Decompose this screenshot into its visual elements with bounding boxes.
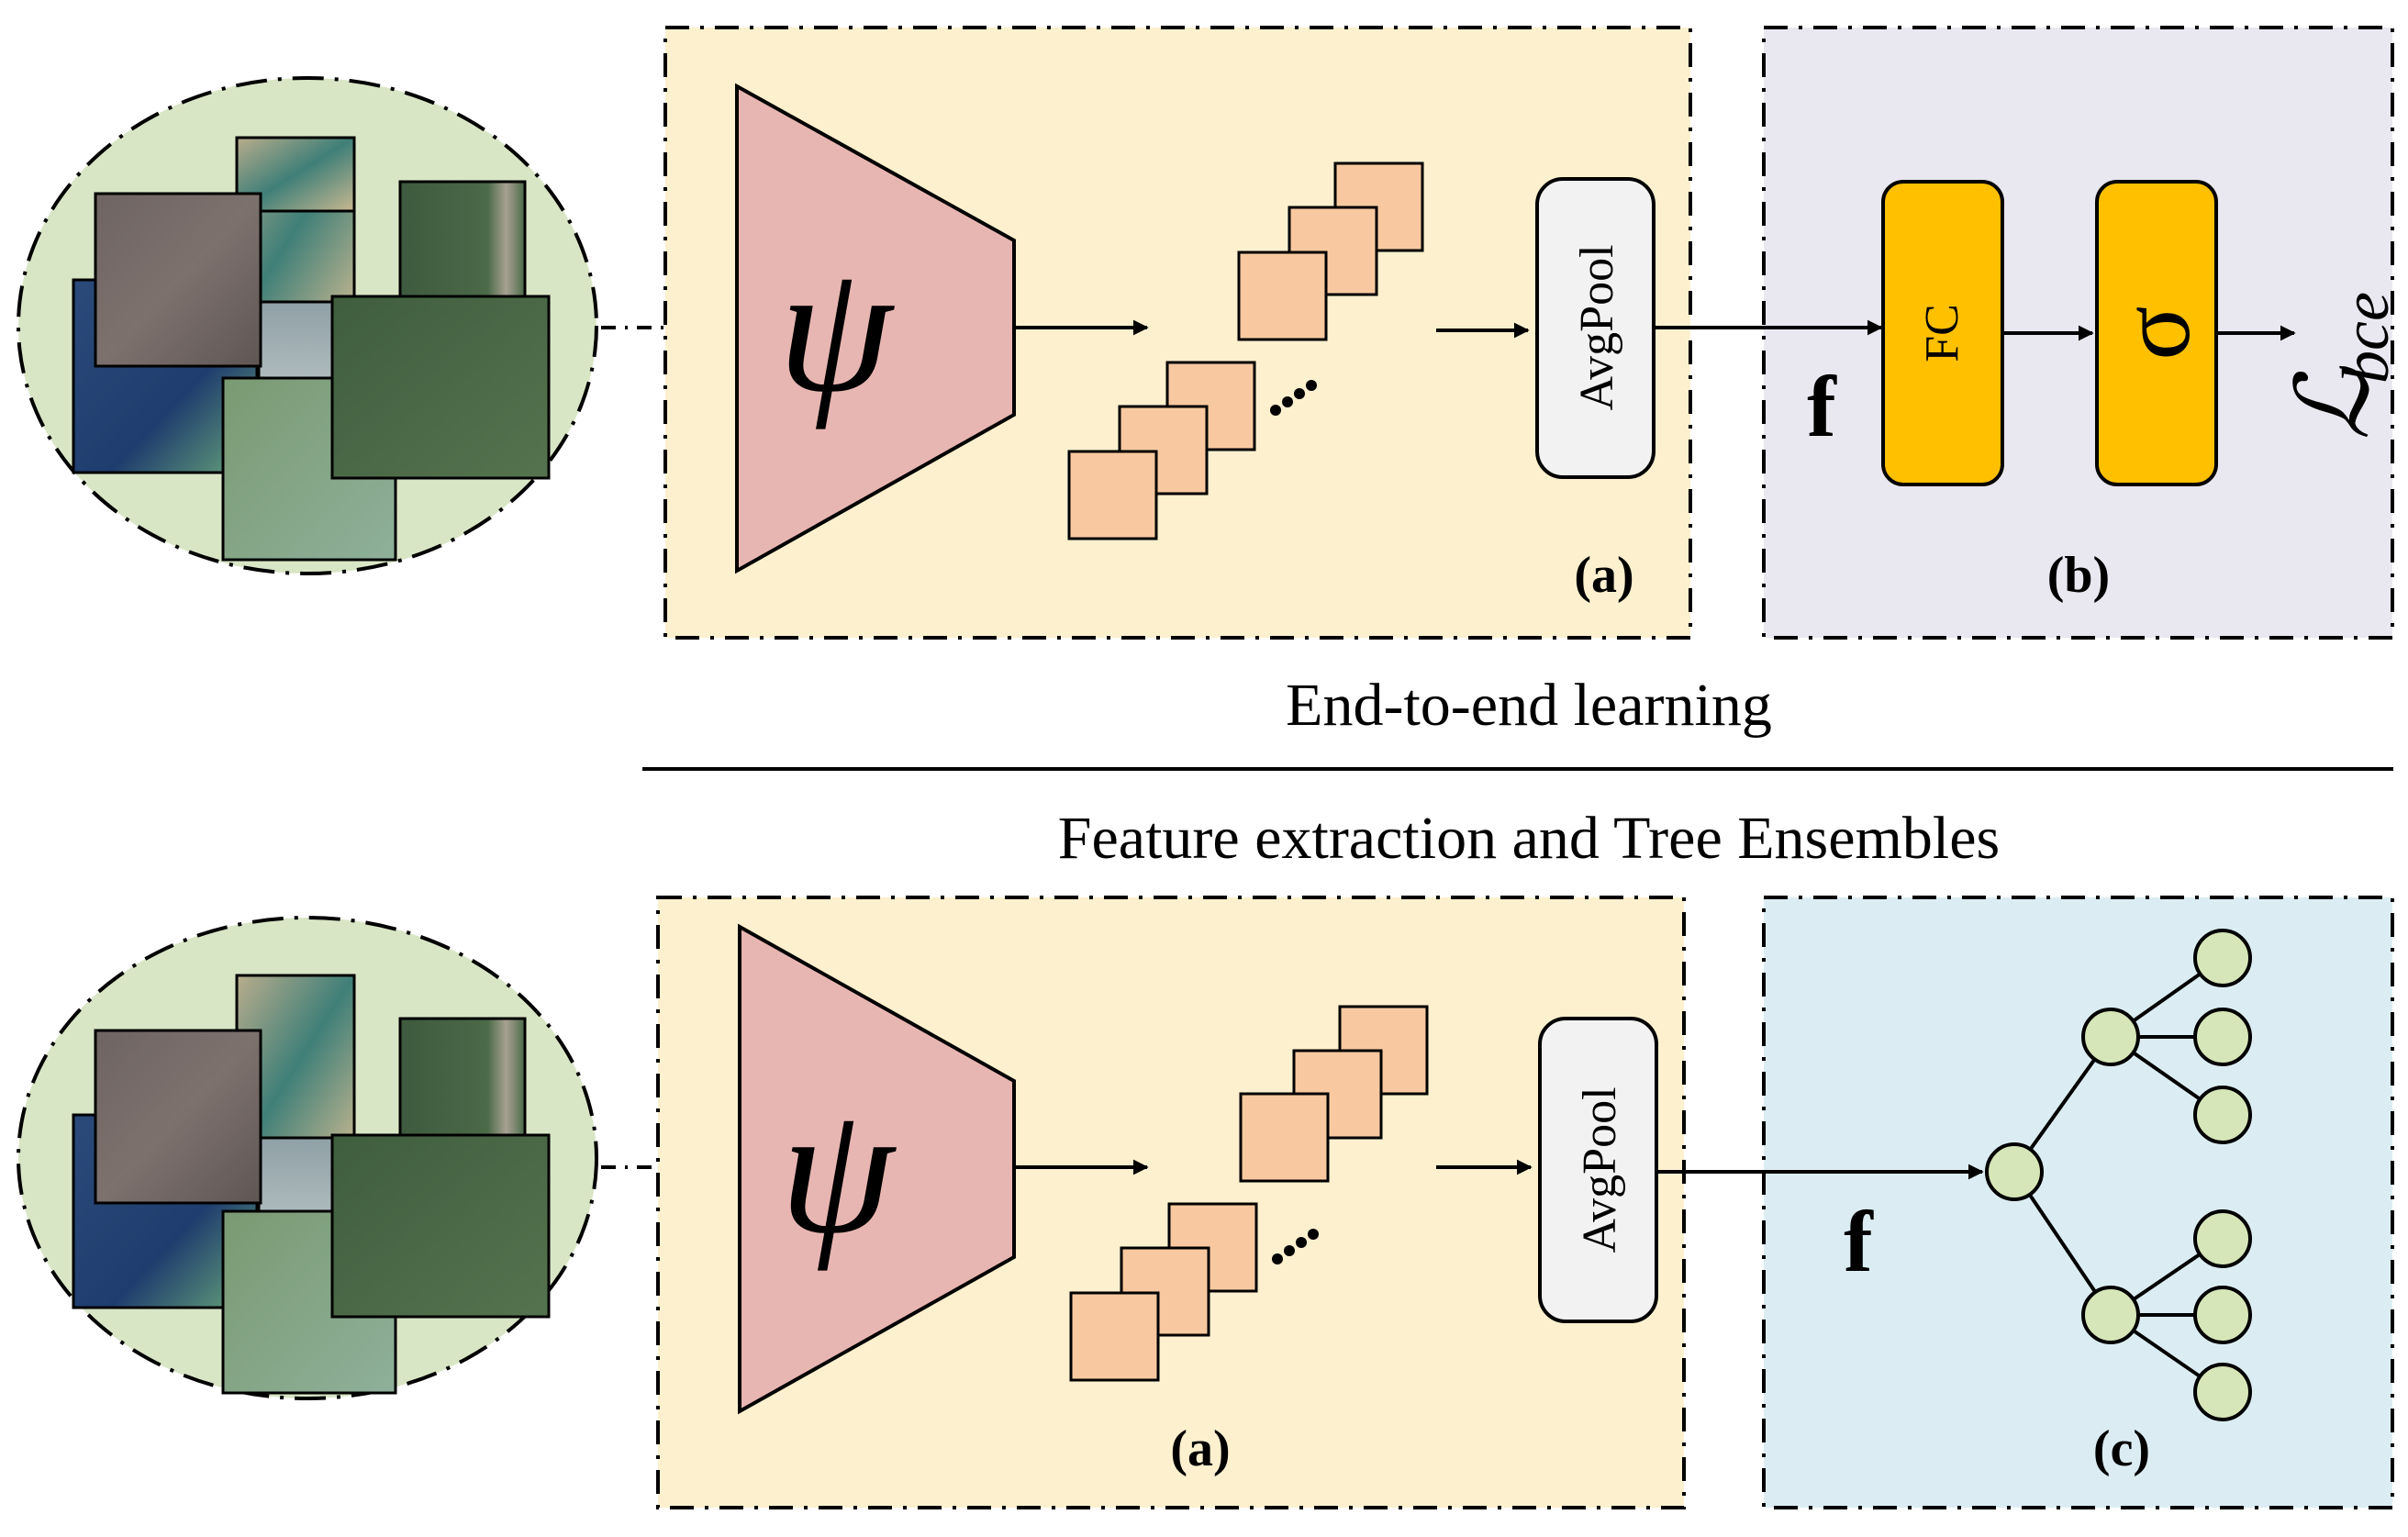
- fc-label: FC: [1916, 304, 1968, 362]
- avgpool-label-top: AvgPool: [1571, 244, 1623, 410]
- panel-b-label: (b): [2047, 547, 2110, 604]
- sigmoid-symbol: σ: [2099, 306, 2211, 360]
- loss-symbol: ℒ: [2278, 365, 2390, 440]
- tree-ensemble-panel: [1762, 896, 2394, 1509]
- loss-function: ℒ bce: [2278, 292, 2402, 440]
- panel-c-label: (c): [2093, 1420, 2150, 1477]
- encoder-symbol-bottom: ψ: [780, 1069, 897, 1272]
- section-title-end-to-end: End-to-end learning: [1286, 672, 1772, 739]
- satellite-image-collage-icon: [17, 76, 598, 575]
- feature-map-stack-icon: [1067, 161, 1424, 540]
- satellite-image-collage-icon-bottom: [17, 916, 598, 1400]
- section-title-feature-extraction: Feature extraction and Tree Ensembles: [1058, 805, 2000, 872]
- tree-ensemble-icon: [1985, 929, 2252, 1421]
- feature-label-top: f: [1807, 358, 1837, 455]
- feature-label-bottom: f: [1844, 1193, 1874, 1290]
- panel-a-label-bottom: (a): [1170, 1420, 1230, 1477]
- encoder-trapezoid-icon: [735, 83, 1016, 574]
- feature-map-stack-icon-bottom: [1069, 1005, 1429, 1382]
- panel-a-label-top: (a): [1574, 547, 1633, 604]
- avgpool-label-bottom: AvgPool: [1574, 1086, 1626, 1253]
- encoder-symbol: ψ: [778, 228, 896, 430]
- encoder-trapezoid-icon-bottom: [738, 923, 1016, 1415]
- loss-subscript: bce: [2329, 292, 2402, 384]
